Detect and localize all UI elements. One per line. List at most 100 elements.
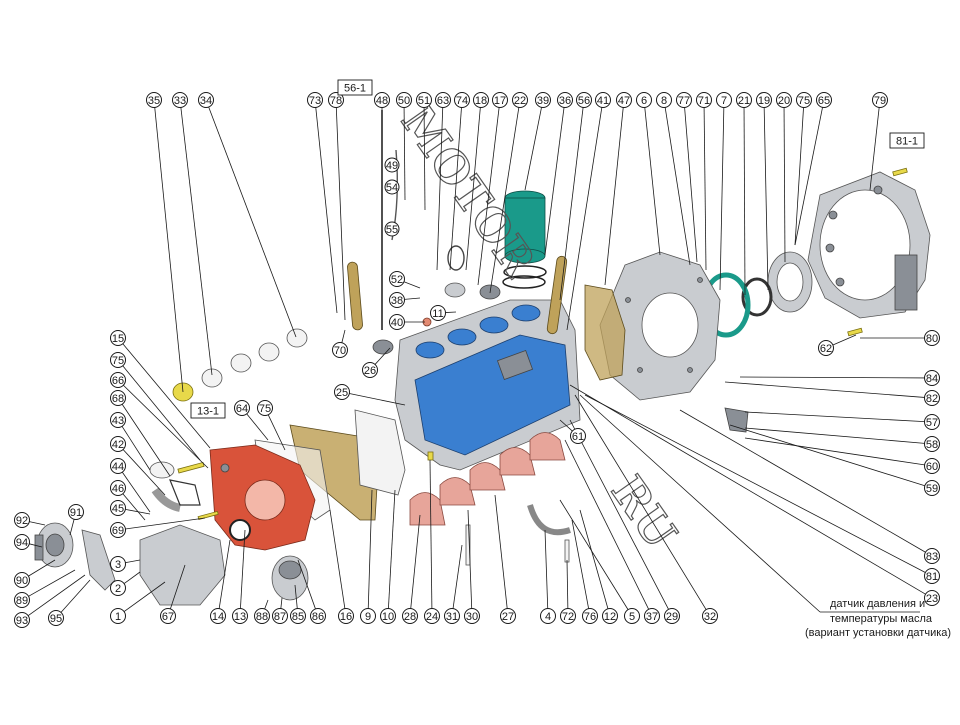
- leader-line-34: [208, 106, 297, 338]
- callout-number: 81: [926, 571, 938, 583]
- callout-number: 1: [115, 611, 121, 623]
- leader-line-85: [294, 584, 298, 609]
- callout-number: 88: [256, 611, 268, 623]
- leader-line-30: [467, 509, 473, 609]
- callout-circle: [924, 480, 940, 496]
- callout-83: 83: [924, 548, 940, 564]
- callout-circle: [924, 330, 940, 346]
- leader-line-51: [423, 107, 426, 211]
- callout-48: 48: [374, 92, 390, 108]
- callout-number: 42: [112, 439, 124, 451]
- callout-number: 90: [16, 575, 28, 587]
- leader-line-44: [121, 471, 151, 513]
- callout-69: 69: [110, 522, 126, 538]
- callout-circle: [473, 92, 489, 108]
- callout-61: 61: [570, 428, 586, 444]
- callout-34: 34: [198, 92, 214, 108]
- callout-circle: [430, 305, 446, 321]
- callout-circle: [14, 534, 30, 550]
- callout-number: 37: [646, 611, 658, 623]
- callout-circle: [644, 608, 660, 624]
- leader-line-62: [832, 334, 857, 346]
- bearing-caps: [409, 432, 566, 526]
- callout-circle: [110, 390, 126, 406]
- callout-94: 94: [14, 534, 30, 550]
- callout-number: 76: [584, 611, 596, 623]
- callout-circle: [924, 436, 940, 452]
- callout-51: 51: [416, 92, 432, 108]
- boxed-label-text: 56-1: [344, 83, 366, 95]
- parts-illustration: [34, 110, 931, 606]
- callout-92: 92: [14, 512, 30, 528]
- callout-circle: [68, 504, 84, 520]
- callout-number: 19: [758, 95, 770, 107]
- callout-circle: [14, 572, 30, 588]
- leader-line-70: [341, 329, 346, 343]
- leader-line-72: [566, 559, 569, 609]
- callout-12: 12: [602, 608, 618, 624]
- leader-line-50: [403, 107, 406, 201]
- callout-number: 44: [112, 461, 124, 473]
- leader-line-95: [60, 579, 91, 613]
- small-callout-54: 54: [384, 179, 400, 195]
- callout-circle: [254, 608, 270, 624]
- callout-5: 5: [624, 608, 640, 624]
- callout-circle: [160, 608, 176, 624]
- leader-line-7: [719, 107, 725, 291]
- callout-number: 94: [16, 537, 28, 549]
- leader-line-19: [763, 107, 769, 291]
- leader-line-65: [794, 107, 823, 246]
- callout-circle: [512, 92, 528, 108]
- callout-circle: [110, 372, 126, 388]
- callout-number: 72: [562, 611, 574, 623]
- leader-line-82: [724, 381, 925, 398]
- callout-75: 75: [796, 92, 812, 108]
- callout-circle: [234, 400, 250, 416]
- leader-line-25: [349, 393, 406, 406]
- leader-line-88: [264, 599, 269, 610]
- leader-line-87: [280, 597, 283, 609]
- leader-line-90: [28, 559, 56, 577]
- leader-line-14: [218, 539, 231, 609]
- callout-circle: [389, 314, 405, 330]
- callout-3: 3: [110, 556, 126, 572]
- callout-circle: [535, 92, 551, 108]
- callout-circle: [328, 92, 344, 108]
- callout-24: 24: [424, 608, 440, 624]
- callout-circle: [616, 92, 632, 108]
- callout-18: 18: [473, 92, 489, 108]
- leader-line-93: [27, 574, 86, 616]
- callout-number: 63: [437, 95, 449, 107]
- small-callout-circle: [384, 157, 400, 173]
- rear-seals: [701, 251, 813, 338]
- leader-line-58: [744, 427, 925, 444]
- callout-circle: [924, 414, 940, 430]
- note-leader: [579, 394, 821, 613]
- callout-circle: [560, 608, 576, 624]
- watermark-text-2: RU: [601, 467, 686, 558]
- leader-line-4: [544, 529, 549, 609]
- callout-84: 84: [924, 370, 940, 386]
- leader-line-59: [729, 424, 925, 487]
- callout-1: 1: [110, 608, 126, 624]
- callout-95: 95: [48, 610, 64, 626]
- callout-number: 70: [334, 345, 346, 357]
- callout-number: 5: [629, 611, 635, 623]
- callout-72: 72: [560, 608, 576, 624]
- callout-number: 62: [820, 343, 832, 355]
- leader-line-33: [180, 107, 213, 376]
- callout-circle: [110, 330, 126, 346]
- note-line-2: температуры масла: [830, 613, 933, 625]
- callout-number: 4: [545, 611, 551, 623]
- callout-circle: [924, 458, 940, 474]
- callout-41: 41: [595, 92, 611, 108]
- callout-number: 82: [926, 393, 938, 405]
- callout-40: 40: [389, 314, 405, 330]
- callout-6: 6: [636, 92, 652, 108]
- callout-67: 67: [160, 608, 176, 624]
- callout-number: 60: [926, 461, 938, 473]
- leader-line-22: [489, 107, 520, 294]
- callout-number: 16: [340, 611, 352, 623]
- callout-circle: [924, 568, 940, 584]
- callout-circle: [110, 412, 126, 428]
